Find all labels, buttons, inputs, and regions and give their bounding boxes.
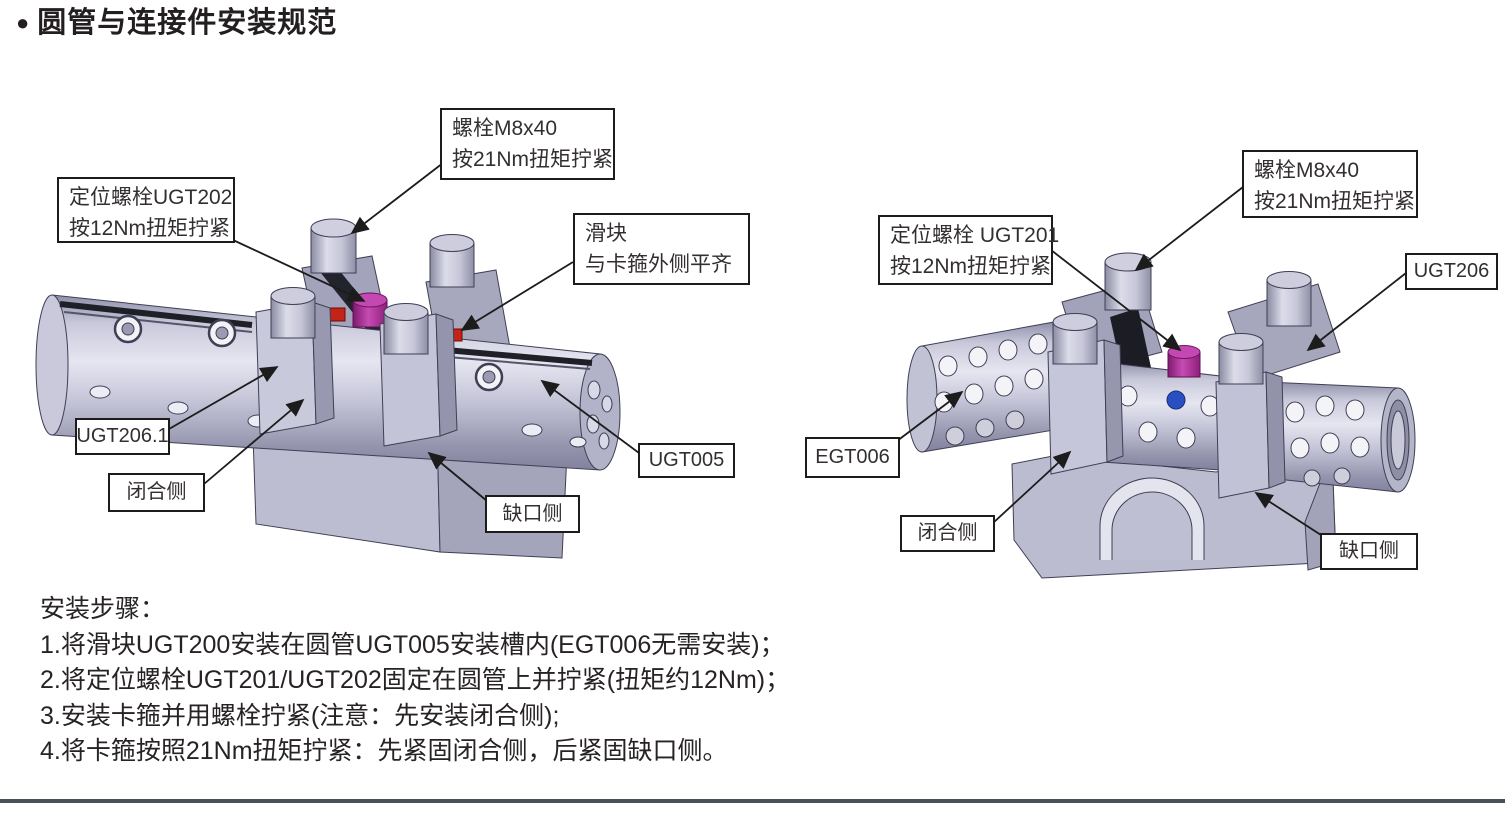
leader-right-closed [992,450,1072,524]
title-bullet-icon: ● [16,10,30,35]
callout-right-positioning-line1: 定位螺栓 UGT201 [890,224,1060,247]
step-1: 1.将滑块UGT200安装在圆管UGT005安装槽内(EGT006无需安装)； [40,630,785,659]
page-title: ● 圆管与连接件安装规范 [16,6,337,40]
leader-left-part [168,366,279,430]
callout-ugt206-1: UGT206.1 [75,418,170,455]
callout-slider-line2: 与卡箍外侧平齐 [585,253,732,276]
page-title-text: 圆管与连接件安装规范 [37,7,338,39]
callout-slider-line1: 滑块 [585,222,627,245]
callout-left-positioning-line1: 定位螺栓UGT202 [69,186,233,209]
callout-slider: 滑块 与卡箍外侧平齐 [573,213,750,285]
leader-left-notch [427,451,488,502]
leader-right-notch [1254,492,1322,536]
callout-right-bolt-line2: 按21Nm扭矩拧紧 [1254,190,1416,213]
leader-right-clamp [1306,272,1407,352]
callout-left-notch-side: 缺口侧 [485,495,580,533]
leader-left-closed [203,398,305,485]
callout-left-positioning-bolt: 定位螺栓UGT202 按12Nm扭矩拧紧 [57,177,235,243]
callout-ugt005: UGT005 [638,443,735,478]
callout-left-closed-side: 闭合侧 [108,473,205,512]
step-2: 2.将定位螺栓UGT201/UGT202固定在圆管上并拧紧(扭矩约12Nm)； [40,666,791,694]
callout-right-closed-side: 闭合侧 [900,515,995,552]
leader-arrows [168,162,1407,536]
leader-right-tube [896,390,964,442]
callout-right-positioning-bolt: 定位螺栓 UGT201 按12Nm扭矩拧紧 [878,215,1060,285]
callout-left-bolt: 螺栓M8x40 按21Nm扭矩拧紧 [440,108,615,180]
leader-left-tube [540,379,640,454]
step-3: 3.安装卡箍并用螺栓拧紧(注意：先安装闭合侧); [40,701,560,730]
installation-steps: 安装步骤： 1.将滑块UGT200安装在圆管UGT005安装槽内(EGT006无… [40,592,790,770]
callout-left-bolt-line1: 螺栓M8x40 [452,117,558,140]
leader-right-positioning [1050,249,1182,352]
callout-left-positioning-line2: 按12Nm扭矩拧紧 [69,217,231,240]
callout-ugt206: UGT206 [1405,253,1498,290]
callout-right-positioning-line2: 按12Nm扭矩拧紧 [890,255,1052,278]
bottom-divider-line [0,799,1505,803]
leader-right-bolt [1134,186,1244,272]
callout-egt006: EGT006 [805,437,900,478]
left-assembly-illustration [35,218,621,559]
leader-left-bolt [350,162,444,235]
callout-left-bolt-line2: 按21Nm扭矩拧紧 [452,148,614,171]
steps-heading: 安装步骤： [40,595,166,623]
leader-left-positioning [232,239,366,302]
leader-left-slider [460,261,574,331]
callout-right-bolt-line1: 螺栓M8x40 [1254,159,1360,182]
callout-right-notch-side: 缺口侧 [1320,533,1418,570]
callout-right-bolt: 螺栓M8x40 按21Nm扭矩拧紧 [1242,150,1418,218]
step-4: 4.将卡箍按照21Nm扭矩拧紧：先紧固闭合侧，后紧固缺口侧。 [40,737,728,765]
